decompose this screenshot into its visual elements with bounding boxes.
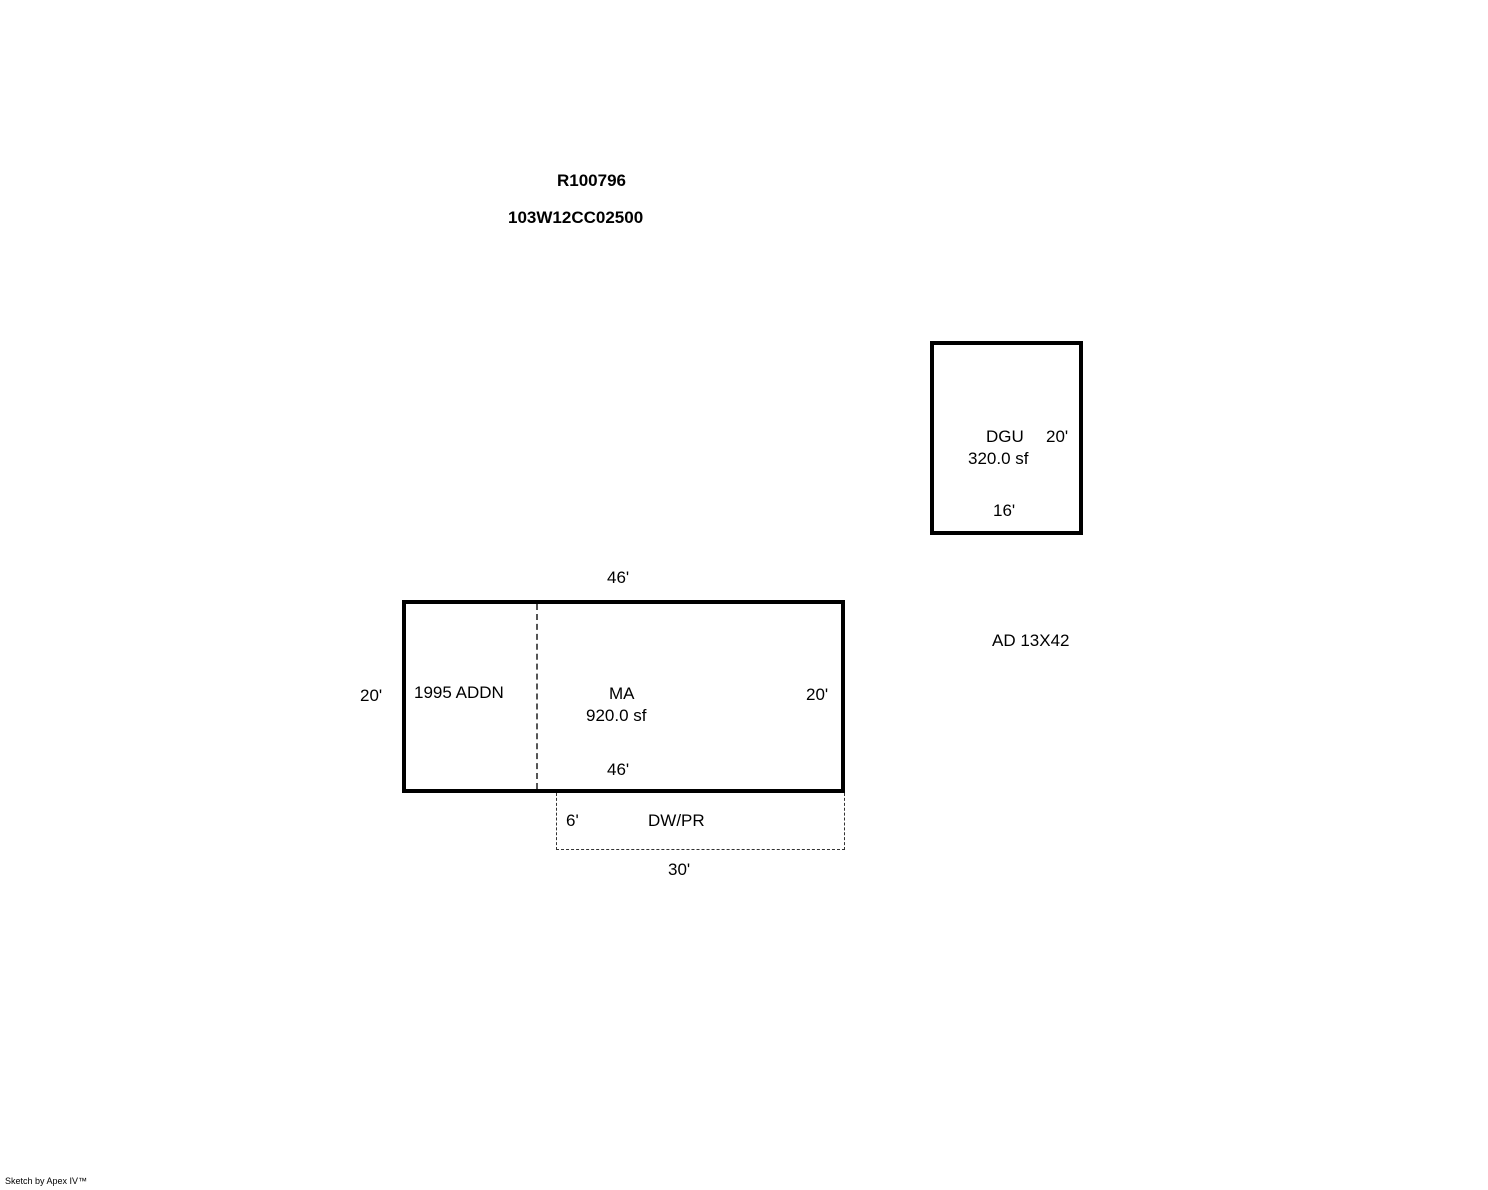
- addition-label: 1995 ADDN: [414, 683, 504, 702]
- main-top-dimension: 46': [607, 568, 630, 587]
- addition-divider-line: [536, 604, 538, 789]
- dgu-label: DGU: [986, 427, 1024, 446]
- dwpr-outline: [556, 793, 845, 850]
- main-bottom-dimension: 46': [607, 760, 630, 779]
- parcel-id-primary: R100796: [557, 171, 627, 190]
- dwpr-bottom-dimension: 30': [668, 860, 691, 879]
- main-building-outline: [402, 600, 845, 793]
- main-left-dimension: 20': [360, 686, 383, 705]
- main-area-sf: 920.0 sf: [586, 706, 647, 725]
- dgu-right-dimension: 20': [1046, 427, 1069, 446]
- main-right-dimension: 20': [806, 685, 829, 704]
- main-area-label: MA: [609, 684, 635, 703]
- dgu-building-outline: [930, 341, 1083, 535]
- ad-note: AD 13X42: [992, 631, 1070, 650]
- dwpr-label: DW/PR: [648, 811, 705, 830]
- dgu-area: 320.0 sf: [968, 449, 1029, 468]
- dgu-bottom-dimension: 16': [993, 501, 1016, 520]
- sketch-attribution: Sketch by Apex IV™: [5, 1176, 88, 1186]
- parcel-id-secondary: 103W12CC02500: [508, 208, 644, 227]
- dwpr-left-dimension: 6': [566, 811, 579, 830]
